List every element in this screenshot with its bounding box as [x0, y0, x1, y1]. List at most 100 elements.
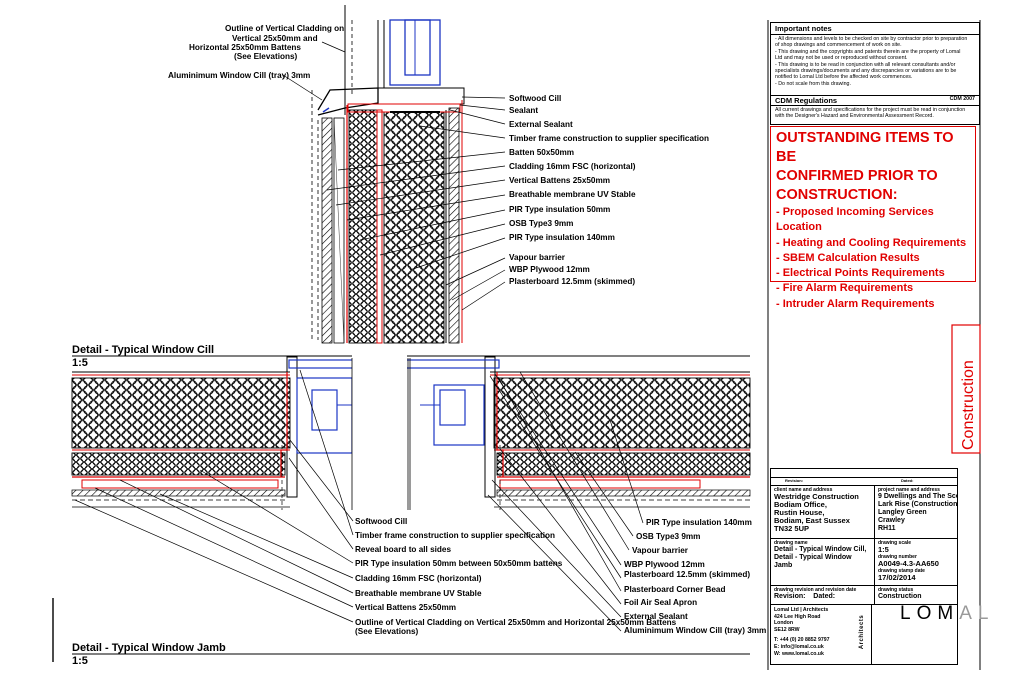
jamb-label-pir-140: PIR Type insulation 140mm: [646, 518, 752, 527]
label-timber-frame: Timber frame construction to supplier sp…: [509, 134, 709, 143]
label-sealant: Sealant: [509, 106, 538, 115]
jamb-leaders: [74, 369, 644, 632]
number-value: A0049-4.3-AA650: [878, 559, 939, 568]
jamb-label-timber-frame: Timber frame construction to supplier sp…: [355, 531, 555, 540]
label-cladding-outline-4: (See Elevations): [234, 52, 298, 61]
project-line: Lark Rise (Construction - Phase 2): [878, 501, 957, 508]
revision-table: Revision: Dated:: [771, 469, 957, 486]
note-line: notified to Lomal Ltd before the affecte…: [775, 74, 913, 81]
cdm-title: CDM Regulations: [775, 96, 838, 105]
jamb-right-labels: PIR Type insulation 140mm OSB Type3 9mm …: [624, 518, 766, 635]
label-external-sealant: External Sealant: [509, 120, 573, 129]
label-breathable-membrane: Breathable membrane UV Stable: [509, 190, 636, 199]
firm-line: E: info@lomal.co.uk: [774, 643, 824, 650]
drawing-name-line: Detail - Typical Window Jamb: [774, 554, 852, 569]
note-line: - Do not scale from this drawing.: [775, 80, 851, 87]
drawing-name-section: drawing name Detail - Typical Window Cil…: [771, 539, 875, 585]
scale-value: 1:5: [878, 545, 889, 554]
jamb-detail-title: Detail - Typical Window Jamb: [72, 642, 226, 654]
drawing-name-label: drawing name: [774, 540, 808, 546]
jamb-plan-detail: [71, 355, 751, 515]
status-value: Construction: [878, 593, 922, 600]
outstanding-item: - Heating and Cooling Requirements: [776, 236, 967, 249]
label-wbp-plywood: WBP Plywood 12mm: [509, 265, 590, 274]
top-detail-labels: Outline of Vertical Cladding on Vertical…: [168, 24, 709, 286]
title-block: Revision: Dated: client name and address…: [770, 468, 958, 665]
firm-line: SE12 8RW: [774, 626, 800, 633]
firm-line: 424 Lee High Road: [774, 613, 821, 620]
label-vertical-battens: Vertical Battens 25x50mm: [509, 176, 610, 185]
label-plasterboard: Plasterboard 12.5mm (skimmed): [509, 277, 635, 286]
note-line: - This drawing and the copyrights and pa…: [775, 48, 961, 55]
client-line: Bodiam Office,: [774, 500, 827, 509]
outstanding-item: - Proposed Incoming Services Location: [776, 206, 934, 234]
cill-title-block: Detail - Typical Window Cill 1:5 Detail …: [52, 344, 750, 667]
jamb-label-vapour-barrier: Vapour barrier: [632, 546, 689, 555]
jamb-label-cladding: Cladding 16mm FSC (horizontal): [355, 574, 482, 583]
client-line: Westridge Construction: [774, 492, 859, 501]
project-line: Langley Green: [878, 509, 927, 516]
important-notes-title: Important notes: [771, 23, 979, 35]
scale-number-section: drawing scale 1:5 drawing number A0049-4…: [875, 539, 957, 585]
label-cladding-outline-2: Vertical 25x50mm and: [232, 34, 318, 43]
cill-detail-scale: 1:5: [72, 357, 88, 369]
client-line: Rustin House,: [774, 508, 825, 517]
client-line: Bodiam, East Sussex: [774, 516, 850, 525]
label-cladding-outline-3: Horizontal 25x50mm Battens: [189, 43, 301, 52]
label-softwood-cill: Softwood Cill: [509, 94, 561, 103]
firm-line: Lomal Ltd | Architects: [774, 607, 829, 613]
jamb-label-see-elevations: (See Elevations): [355, 627, 419, 636]
label-cladding: Cladding 16mm FSC (horizontal): [509, 162, 636, 171]
dated-header: Dated:: [901, 478, 914, 483]
project-line: RH11: [878, 525, 896, 532]
construction-stamp: Construction: [951, 324, 981, 454]
revision-section: drawing revision and revision date Revis…: [771, 586, 875, 604]
firm-line: T: +44 (0) 20 8852 9797: [774, 637, 830, 644]
jamb-label-wbp-plywood: WBP Plywood 12mm: [624, 560, 705, 569]
architects-word: Architects: [859, 614, 866, 650]
rev-value: Revision: Dated:: [774, 593, 836, 600]
label-batten: Batten 50x50mm: [509, 148, 574, 157]
project-label: project name and address: [878, 487, 940, 493]
cdm-year: CDM 2007: [949, 96, 975, 102]
outstanding-item: - SBEM Calculation Results: [776, 251, 920, 264]
outstanding-heading-3: CONSTRUCTION:: [776, 187, 898, 203]
jamb-label-aluminium-cill: Aluminimum Window Cill (tray) 3mm: [624, 626, 766, 635]
jamb-label-cladding-outline: Outline of Vertical Cladding on Vertical…: [355, 618, 677, 627]
label-osb: OSB Type3 9mm: [509, 219, 573, 228]
construction-stamp-text: Construction: [960, 360, 977, 450]
important-notes-box: Important notes - All dimensions and lev…: [770, 22, 980, 99]
status-section: drawing status Construction: [875, 586, 957, 604]
jamb-label-osb: OSB Type3 9mm: [636, 532, 700, 541]
jamb-label-external-sealant: External Sealant: [624, 612, 688, 621]
section-detail-top: [311, 5, 465, 344]
label-cladding-outline-1: Outline of Vertical Cladding on: [225, 24, 344, 33]
project-line: 9 Dwellings and The Scout's Hall: [878, 493, 957, 500]
note-line: specialists drawings/documents and any d…: [775, 68, 957, 75]
note-line: Ltd and may not be used or reproduced wi…: [775, 55, 908, 62]
cill-detail-title: Detail - Typical Window Cill: [72, 344, 214, 356]
outstanding-item: - Fire Alarm Requirements: [776, 282, 914, 295]
project-section: project name and address 9 Dwellings and…: [875, 486, 957, 538]
label-vapour-barrier: Vapour barrier: [509, 253, 566, 262]
rev-label: drawing revision and revision date: [774, 587, 857, 593]
note-line: - All dimensions and levels to be checke…: [775, 36, 968, 42]
cdm-box: CDM Regulations CDM 2007 All current dra…: [770, 95, 980, 125]
outstanding-heading-1: OUTSTANDING ITEMS TO BE: [776, 130, 954, 165]
project-line: Crawley: [878, 517, 905, 524]
jamb-label-plasterboard: Plasterboard 12.5mm (skimmed): [624, 570, 750, 579]
scale-label: drawing scale: [878, 540, 912, 546]
jamb-label-membrane: Breathable membrane UV Stable: [355, 589, 482, 598]
architects-side: Architects: [859, 605, 872, 665]
top-leaders: [282, 41, 506, 311]
jamb-label-softwood-cill: Softwood Cill: [355, 517, 407, 526]
jamb-left-labels: Softwood Cill Timber frame construction …: [355, 517, 677, 636]
firm-line: London: [774, 620, 794, 627]
jamb-label-vertical-battens: Vertical Battens 25x50mm: [355, 603, 456, 612]
outstanding-item: - Electrical Points Requirements: [776, 267, 945, 280]
lomal-logo: LOMAL: [900, 603, 1030, 633]
firm-line: W: www.lomal.co.uk: [774, 650, 824, 657]
jamb-detail-scale: 1:5: [72, 655, 88, 667]
status-label: drawing status: [878, 587, 914, 593]
